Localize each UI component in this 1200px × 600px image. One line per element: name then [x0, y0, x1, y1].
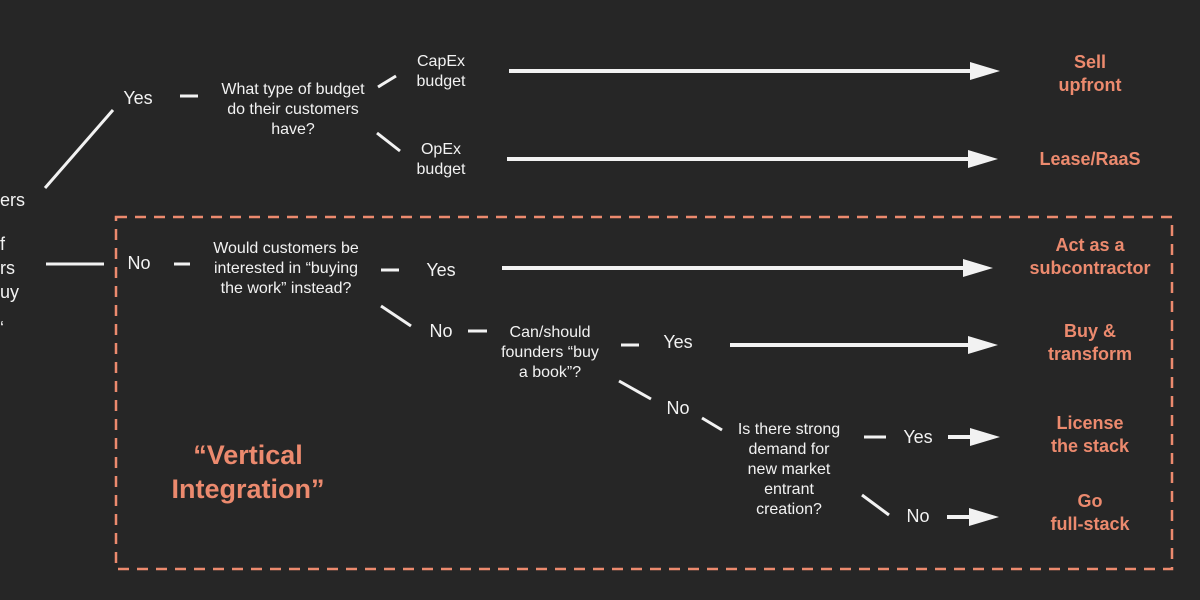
arrow-opex-lease [507, 150, 998, 168]
connector-buying-no2 [380, 304, 412, 328]
arrow-no4-fullstack [947, 508, 999, 526]
left-fragment-3: rs [0, 258, 15, 278]
outcome-license-stack: License the stack [1050, 413, 1130, 456]
label-no-1: No [127, 253, 151, 273]
node-opex-budget: OpEx budget [416, 141, 466, 178]
left-fragment-5: ‘ [0, 318, 4, 338]
left-fragment-1: ers [0, 190, 26, 210]
connector-demand-no4 [861, 493, 890, 517]
connector-budget-capex [377, 74, 397, 89]
question-strong-demand: Is there strong demand for new market en… [737, 421, 841, 518]
connector-book-no3 [618, 379, 652, 401]
outcome-lease-raas: Lease/RaaS [1039, 149, 1141, 169]
connector-root-yes [43, 109, 115, 189]
question-budget-type: What type of budget do their customers h… [221, 81, 365, 138]
label-yes-2: Yes [426, 260, 456, 280]
outcome-full-stack: Go full-stack [1050, 491, 1130, 534]
left-fragment-2: f [0, 234, 6, 254]
question-buy-a-book: Can/should founders “buy a book”? [501, 324, 599, 381]
arrow-yes4-license [948, 428, 1000, 446]
arrow-yes3-buy [730, 336, 998, 354]
connector-budget-opex [376, 131, 401, 153]
arrow-capex-sell [509, 62, 1000, 80]
left-fragment-4: uy [0, 282, 20, 302]
label-no-2: No [429, 321, 453, 341]
outcome-subcontractor: Act as a subcontractor [1029, 235, 1151, 278]
label-yes-1: Yes [123, 88, 153, 108]
question-buying-the-work: Would customers be interested in “buying… [213, 240, 359, 297]
node-capex-budget: CapEx budget [416, 53, 466, 90]
label-no-3: No [666, 398, 690, 418]
arrow-yes2-subcontractor [502, 259, 993, 277]
vertical-integration-label: “Vertical Integration” [171, 440, 325, 504]
label-yes-4: Yes [903, 427, 933, 447]
outcome-sell-upfront: Sell upfront [1058, 52, 1122, 95]
outcome-buy-transform: Buy & transform [1047, 321, 1132, 364]
label-no-4: No [906, 506, 930, 526]
label-yes-3: Yes [663, 332, 693, 352]
connector-no3-demand [701, 416, 723, 432]
